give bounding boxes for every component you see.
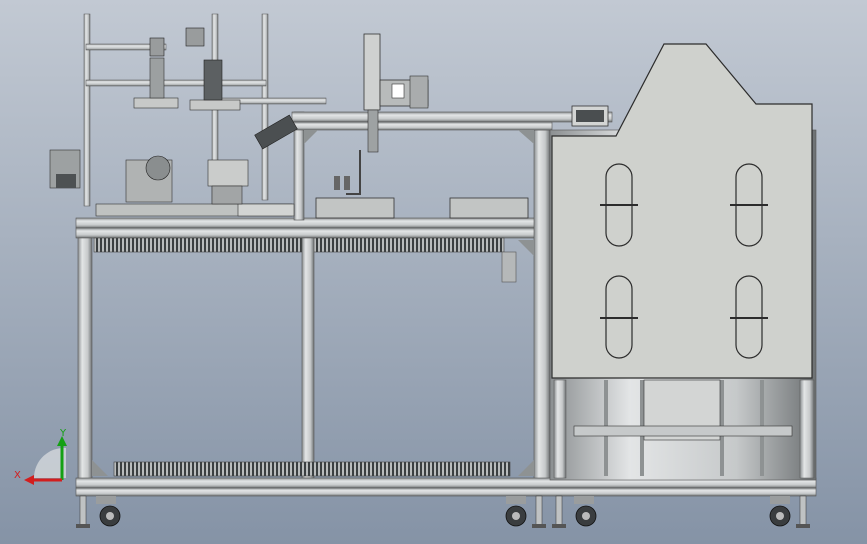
left-table-frame xyxy=(75,129,817,497)
upper-cable-chain xyxy=(93,237,505,253)
optical-bench xyxy=(49,13,327,217)
triad-y-label: Y xyxy=(59,428,67,439)
triad-x-label: X xyxy=(14,470,21,481)
casters xyxy=(76,495,810,528)
lower-cable-chain xyxy=(113,461,511,477)
gantry-frame xyxy=(291,33,613,221)
orientation-triad[interactable]: Y X xyxy=(14,428,67,485)
side-panel xyxy=(549,43,817,481)
